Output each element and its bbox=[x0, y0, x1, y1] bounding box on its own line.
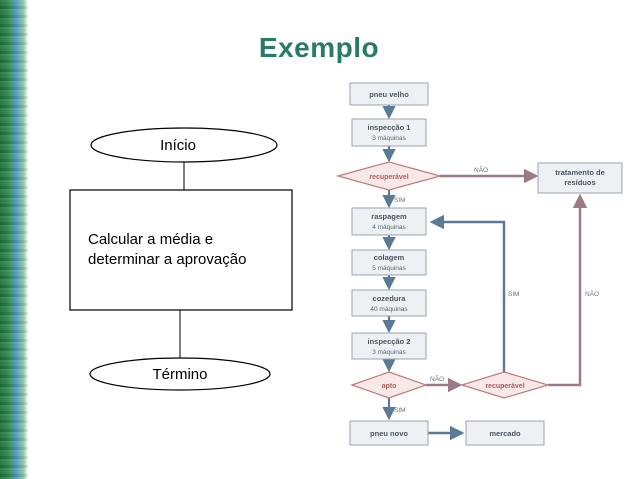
step-inspeccao-1: inspecção 1 3 máquinas bbox=[351, 118, 427, 147]
process-text-line1: Calcular a média e bbox=[88, 231, 213, 248]
step-raspagem: raspagem 4 máquinas bbox=[351, 207, 427, 236]
edge-label-sim-3: SIM bbox=[394, 407, 406, 414]
decision-apto-label: apto bbox=[382, 383, 397, 390]
edge-label-sim-1: SIM bbox=[394, 197, 406, 204]
edge-label-nao-3: NÃO bbox=[430, 374, 444, 383]
slide-title: Exemplo bbox=[258, 32, 380, 63]
box-mercado: mercado bbox=[465, 420, 545, 446]
start-label: Início bbox=[160, 137, 196, 154]
step-raspagem-sub: 4 máquinas bbox=[372, 224, 406, 231]
end-label: Término bbox=[152, 366, 207, 383]
step-inspeccao-2-label: inspecção 2 bbox=[368, 337, 411, 346]
end-terminator bbox=[89, 357, 271, 391]
edge-label-sim-2: SIM bbox=[508, 291, 520, 298]
decorative-left-strip bbox=[0, 0, 28, 479]
edge-label-nao-2: NÃO bbox=[585, 289, 599, 298]
tratamento-line2: resíduos bbox=[564, 178, 595, 187]
decision-recuperavel-2: recuperável bbox=[459, 371, 551, 399]
step-pneu-novo: pneu novo bbox=[349, 420, 429, 446]
step-colagem: colagem 5 máquinas bbox=[351, 249, 427, 276]
step-cozedura-label: cozedura bbox=[373, 294, 407, 303]
tratamento-line1: tratamento de bbox=[555, 168, 605, 177]
arrow-recuperavel2-raspagem bbox=[429, 214, 506, 372]
step-pneu-velho: pneu velho bbox=[349, 82, 429, 106]
box-tratamento-residuos: tratamento de resíduos bbox=[537, 162, 623, 194]
decision-recuperavel-1-label: recuperável bbox=[369, 174, 408, 181]
start-terminator bbox=[90, 127, 278, 163]
step-pneu-velho-label: pneu velho bbox=[369, 90, 409, 99]
process-text-line2: determinar a aprovação bbox=[88, 251, 246, 268]
step-pneu-novo-label: pneu novo bbox=[370, 429, 408, 438]
step-colagem-label: colagem bbox=[374, 253, 405, 262]
step-inspeccao-2: inspecção 2 3 máquinas bbox=[351, 332, 427, 360]
decision-recuperavel-1: recuperável bbox=[335, 161, 443, 191]
step-inspeccao-1-label: inspecção 1 bbox=[368, 123, 411, 132]
decision-recuperavel-2-label: recuperável bbox=[485, 383, 524, 390]
step-inspeccao-1-sub: 3 máquinas bbox=[372, 135, 406, 142]
step-cozedura: cozedura 40 máquinas bbox=[351, 289, 427, 317]
step-raspagem-label: raspagem bbox=[371, 212, 407, 221]
step-cozedura-sub: 40 máquinas bbox=[370, 306, 408, 313]
edge-label-nao-1: NÃO bbox=[474, 165, 488, 174]
arrow-recuperavel2-tratamento bbox=[548, 193, 588, 387]
decision-apto: apto bbox=[350, 371, 428, 399]
process-box bbox=[69, 189, 293, 311]
step-inspeccao-2-sub: 3 máquinas bbox=[372, 349, 406, 356]
mercado-label: mercado bbox=[489, 429, 521, 438]
step-colagem-sub: 5 máquinas bbox=[372, 265, 406, 272]
tire-process-diagram: pneu velho inspecção 1 3 máquinas raspag… bbox=[335, 82, 623, 446]
simple-flowchart: Início Calcular a média e determinar a a… bbox=[69, 127, 293, 391]
